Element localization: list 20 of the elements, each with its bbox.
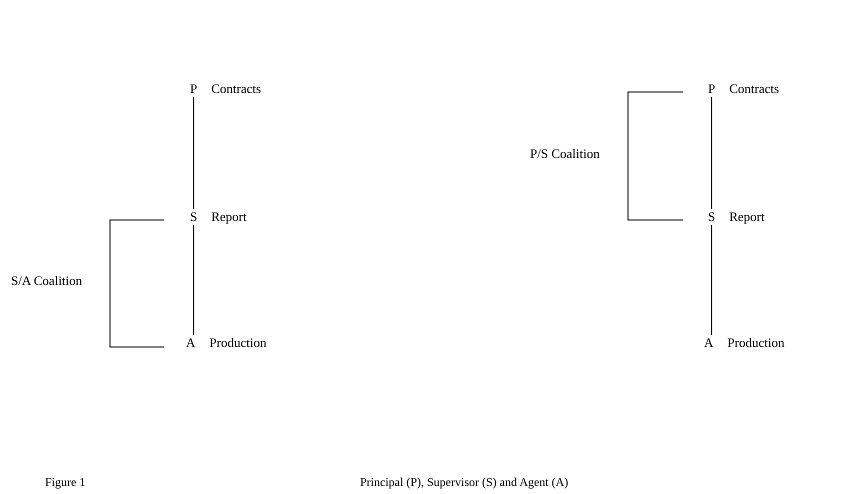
- node-letter: P: [190, 81, 198, 97]
- node-letter: A: [704, 335, 714, 351]
- connector-line: [711, 224, 712, 336]
- node-caption: Report: [211, 209, 247, 225]
- caption-text: Principal (P), Supervisor (S) and Agent (A): [360, 474, 568, 490]
- caption-text: Figure 1: [45, 474, 86, 490]
- node-caption: Report: [729, 209, 765, 225]
- node-letter: P: [708, 81, 716, 97]
- node-caption: Production: [209, 335, 266, 351]
- node-caption: Contracts: [211, 81, 262, 97]
- connector-line: [193, 96, 194, 210]
- bracket-label: S/A Coalition: [11, 273, 82, 289]
- node-caption: Contracts: [729, 81, 780, 97]
- connector-line: [711, 96, 712, 210]
- node-letter: S: [708, 209, 716, 225]
- connector-line: [193, 224, 194, 336]
- bracket-label: P/S Coalition: [530, 146, 600, 162]
- node-letter: S: [190, 209, 198, 225]
- node-letter: A: [186, 335, 196, 351]
- node-caption: Production: [727, 335, 784, 351]
